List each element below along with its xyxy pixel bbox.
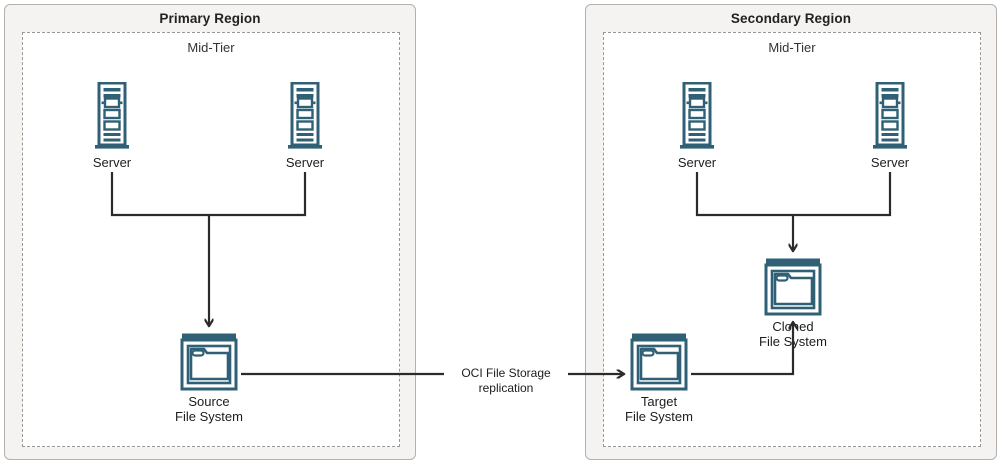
primary-server-2[interactable]: Server xyxy=(265,81,345,170)
primary-server-1-label: Server xyxy=(92,155,132,170)
server-icon xyxy=(265,81,345,154)
primary-server-2-label: Server xyxy=(285,155,325,170)
file-system-icon xyxy=(599,331,719,393)
server-icon xyxy=(850,81,930,154)
target-file-system[interactable]: Target File System xyxy=(599,331,719,424)
source-file-system[interactable]: Source File System xyxy=(149,331,269,424)
file-system-icon xyxy=(733,256,853,318)
primary-region-title: Primary Region xyxy=(159,11,261,26)
secondary-server-1-label: Server xyxy=(677,155,717,170)
secondary-midtier-title: Mid-Tier xyxy=(768,40,816,55)
secondary-server-1[interactable]: Server xyxy=(657,81,737,170)
file-system-icon xyxy=(149,331,269,393)
secondary-region-title: Secondary Region xyxy=(730,11,852,26)
cloned-file-system[interactable]: Cloned File System xyxy=(733,256,853,349)
cloned-file-system-label: Cloned File System xyxy=(759,319,827,349)
replication-label: OCI File Storage replication xyxy=(444,366,568,396)
target-file-system-label: Target File System xyxy=(625,394,693,424)
primary-midtier-title: Mid-Tier xyxy=(187,40,235,55)
primary-server-1[interactable]: Server xyxy=(72,81,152,170)
secondary-server-2[interactable]: Server xyxy=(850,81,930,170)
server-icon xyxy=(72,81,152,154)
secondary-server-2-label: Server xyxy=(870,155,910,170)
server-icon xyxy=(657,81,737,154)
source-file-system-label: Source File System xyxy=(175,394,243,424)
